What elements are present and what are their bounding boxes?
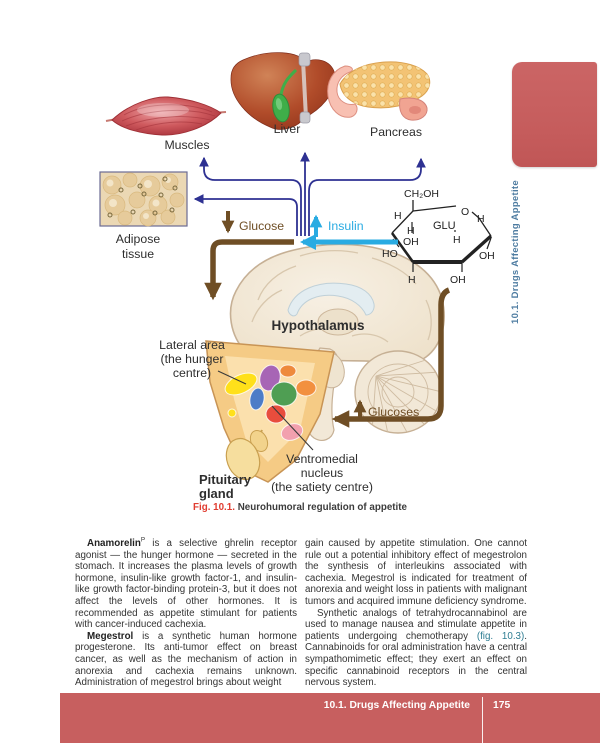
molecule-o: O [461,206,469,218]
molecule-h: H [407,225,415,237]
label-lateral-line1: Lateral area [159,338,225,352]
paragraph-text: Synthetic analogs of tetrahydrocannabino… [305,607,527,642]
lateral-area-pointer [217,370,247,385]
glucose-molecule-labels: CH₂OH H O H GLU H OH H HO OH H OH [382,188,495,286]
footer-section-title: 10.1. Drugs Affecting Appetite [323,700,470,711]
molecule-glu: GLU [433,220,456,232]
molecule-h: H [408,274,416,286]
liver-illustration [230,52,336,130]
label-liver: Liver [274,122,301,136]
chapter-thumb-tab [512,62,597,167]
label-hypothalamus: Hypothalamus [271,318,364,333]
label-adipose-line1: Adipose [116,232,161,246]
molecule-ch2oh: CH₂OH [404,188,439,200]
footer-divider [482,697,483,743]
pituitary-illustration [225,429,269,481]
arrow-to-muscles [199,156,302,236]
footer-page-number: 175 [493,700,511,711]
drug-name-anamorelin: Anamorelin [87,538,141,549]
paragraph-text: is a selective ghrelin receptor agonist … [75,538,297,631]
figure-cross-reference-link[interactable]: (fig. 10.3) [476,630,525,642]
figure-caption: Fig. 10.1. Neurohumoral regulation of ap… [0,502,600,513]
cerebellum [354,350,442,434]
glucoses-feedback-arrow [331,287,451,428]
thalamus [317,308,359,336]
paragraph-anamorelin: AnamorelinP is a selective ghrelin recep… [75,536,297,631]
duodenum [327,65,358,118]
figure-caption-label: Fig. 10.1. [193,502,235,513]
figure-neurohumoral-diagram: CH₂OH H O H GLU H OH H HO OH H OH [99,52,495,501]
molecule-h: H [394,210,402,222]
label-pancreas: Pancreas [370,125,422,139]
liver-vessel-clip [298,52,311,67]
label-ventromedial-line2: nucleus [301,466,343,480]
label-ventromedial-line3: (the satiety centre) [271,480,373,494]
molecule-oh: OH [403,236,419,248]
label-ventromedial-line1: Ventromedial [286,452,358,466]
molecule-oh: OH [479,250,495,262]
glucose-molecule [390,200,493,272]
figure-caption-text: Neurohumoral regulation of appetite [237,502,407,513]
label-muscles: Muscles [164,138,209,152]
corpus-callosum [287,282,375,317]
gallbladder [272,68,298,123]
paragraph-text: is a synthetic human hormone progesteron… [75,630,297,689]
chapter-vertical-label: 10.1. Drugs Affecting Appetite [510,180,521,324]
arrow-to-pancreas [308,157,426,236]
hypothalamus-enlargement [205,340,335,483]
label-adipose-line2: tissue [122,247,154,261]
label-glucose: Glucose [239,219,284,233]
label-lateral-line3: centre) [173,366,211,380]
drug-marker-superscript: P [140,536,146,544]
paragraph-megestrol: Megestrol is a synthetic human hormone p… [75,631,297,689]
molecule-h: H [453,234,461,246]
article-left-column: AnamorelinP is a selective ghrelin recep… [75,536,297,689]
molecule-h: H [477,213,485,225]
article-right-column: gain caused by appetite stimulation. One… [305,538,527,689]
pancreas-illustration [327,61,431,121]
molecule-oh: OH [450,274,466,286]
insulin-effect-arrows [193,151,426,236]
paragraph-megestrol-continued: gain caused by appetite stimulation. One… [305,538,527,608]
adipose-illustration [99,171,188,227]
paragraph-text: . Cannabinoids for oral administration h… [305,630,528,689]
paragraph-text: gain caused by appetite stimulation. One… [305,538,527,607]
hypothalamic-nuclei [224,364,317,441]
muscle-illustration [105,96,227,136]
label-pituitary-line2: gland [199,486,234,501]
glucose-to-brain-arrow [204,239,294,301]
label-insulin: Insulin [328,219,364,233]
drug-name-megestrol: Megestrol [87,630,134,642]
ventromedial-pointer [271,405,314,451]
label-pituitary-line1: Pituitary [199,472,252,487]
footer-bar: 10.1. Drugs Affecting Appetite 175 [60,693,600,743]
molecule-ho: HO [382,248,398,260]
arrow-to-adipose [193,194,298,236]
paragraph-cannabinoids: Synthetic analogs of tetrahydrocannabino… [305,608,527,689]
label-lateral-line2: (the hunger [161,352,224,366]
label-glucoses: Glucoses [368,405,419,419]
